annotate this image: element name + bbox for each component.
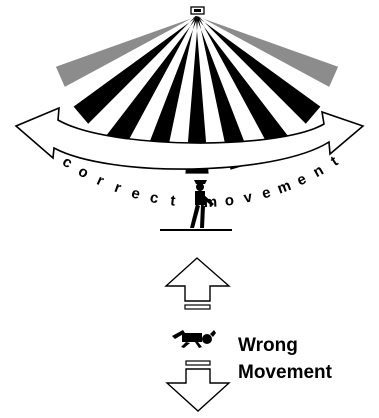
correct-movement-letter: t [169,192,176,209]
correct-movement-letter: n [310,162,326,181]
correct-movement-letter: e [260,184,273,203]
correct-movement-letter: m [203,194,217,212]
lying-person-icon [172,330,216,348]
correct-movement-letter: m [275,177,293,198]
correct-movement-letter: o [75,163,91,182]
correct-movement-letter: e [129,184,142,203]
correct-movement-letter: o [224,192,235,210]
wrong-label-line2: Movement [238,363,332,383]
wrong-label-line1: Wrong [238,336,298,356]
motion-sensor-icon [191,7,204,14]
arrow-up-icon [166,258,229,309]
correct-movement-letter: c [59,153,75,172]
correct-movement-letter: e [294,170,309,189]
correct-movement-letter: v [242,188,254,206]
correct-movement-letter: r [112,179,123,197]
correct-movement-letter: t [328,153,342,170]
correct-movement-letter: r [94,172,107,190]
correct-movement-letter: c [148,189,159,207]
arrow-down-icon [167,361,229,411]
